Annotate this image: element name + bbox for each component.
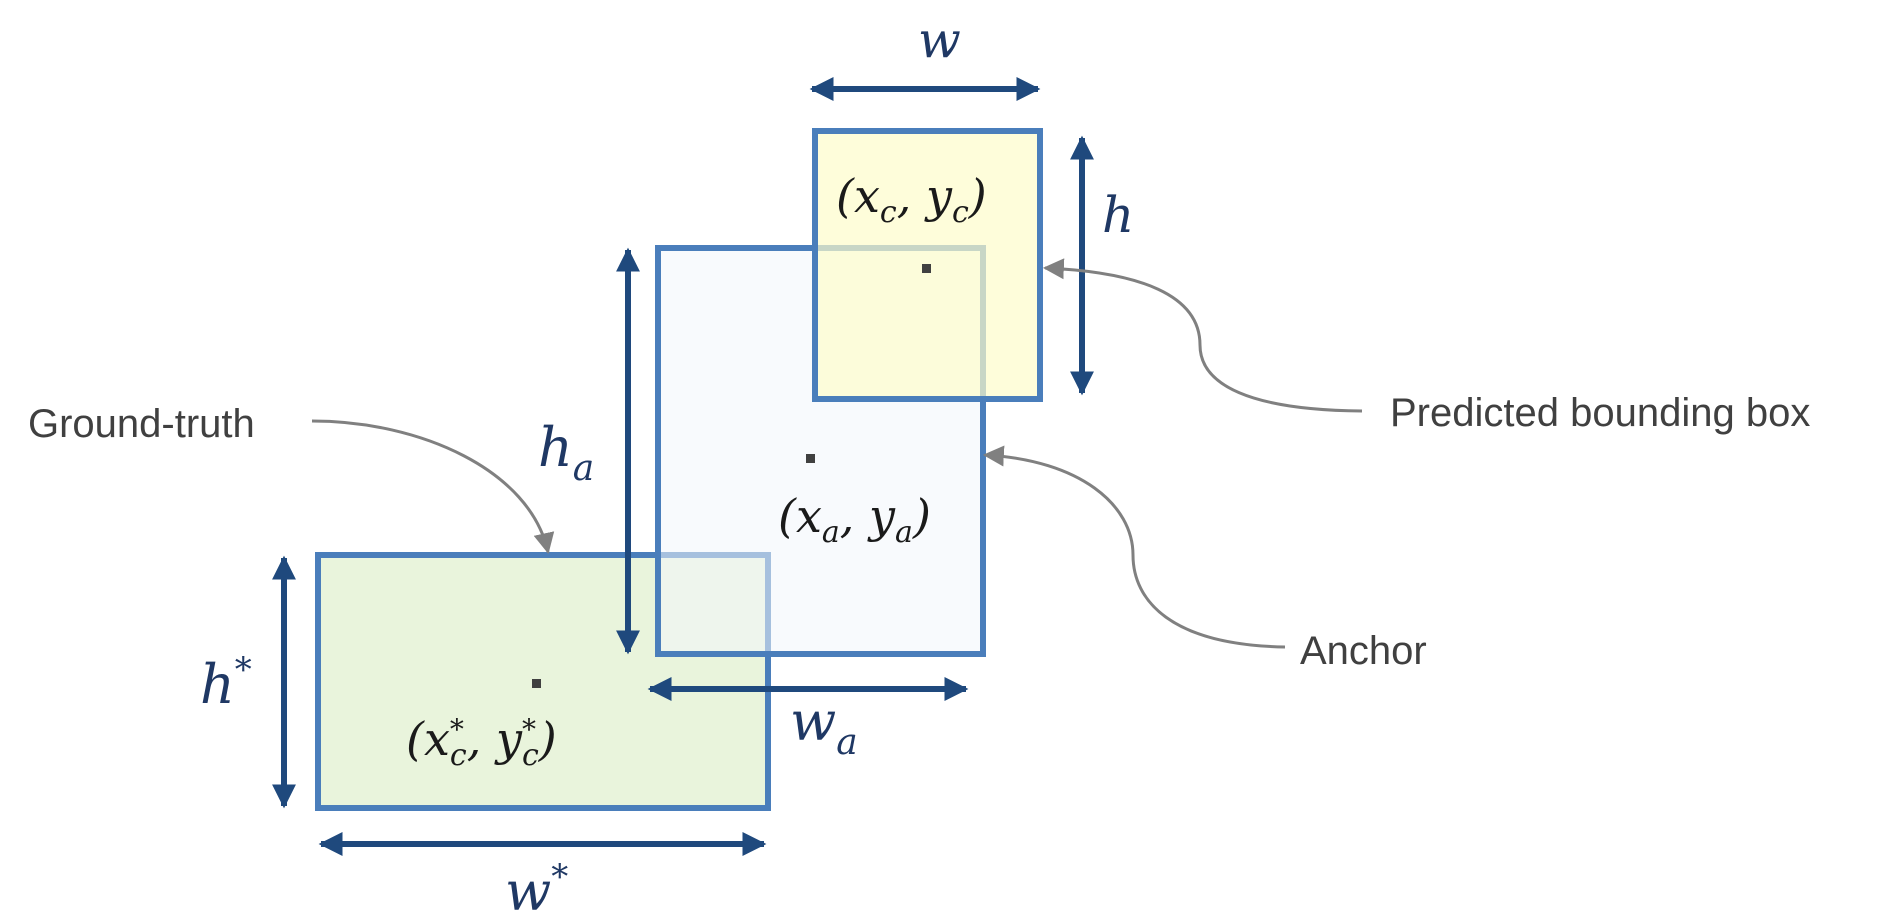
- predicted-center-dot: [922, 264, 931, 273]
- w-a-base: w: [790, 690, 836, 753]
- h-star-symbol: h*: [200, 650, 252, 716]
- w-star-superscript: *: [551, 857, 568, 897]
- predicted-box-label: Predicted bounding box: [1390, 391, 1810, 435]
- h-star-base: h: [200, 653, 235, 716]
- predicted-center-coords: (xc, yc): [836, 169, 987, 230]
- h-symbol: h: [1102, 186, 1134, 244]
- ground-truth-center-dot: [532, 679, 541, 688]
- ground-truth-callout: [311, 419, 555, 555]
- w-a-subscript: a: [836, 722, 857, 763]
- ground-truth-label: Ground-truth: [28, 402, 255, 446]
- h-a-subscript: a: [573, 448, 594, 489]
- h-a-base: h: [538, 416, 573, 479]
- w-symbol: w: [918, 11, 961, 69]
- w-a-symbol: wa: [790, 690, 858, 763]
- anchor-center-dot: [806, 454, 815, 463]
- predicted-callout: [1042, 258, 1363, 413]
- anchor-label: Anchor: [1300, 629, 1427, 673]
- anchor-callout: [982, 445, 1286, 649]
- anchor-center-coords: (xa, ya): [778, 489, 931, 550]
- ground-truth-center-coords: (x*c, y*c): [406, 712, 557, 773]
- h-star-superscript: *: [235, 650, 252, 690]
- h-a-symbol: ha: [538, 416, 594, 489]
- w-star-symbol: w*: [505, 857, 568, 920]
- w-star-base: w: [505, 860, 551, 920]
